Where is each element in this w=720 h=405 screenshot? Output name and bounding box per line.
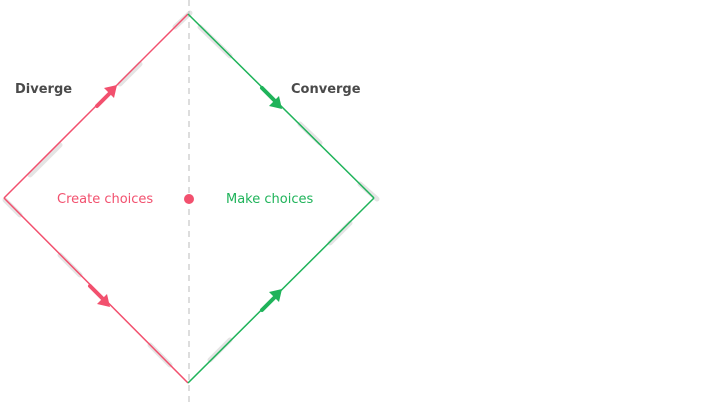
diverge-arrow-down-icon xyxy=(88,284,110,307)
create-choices-label: Create choices xyxy=(57,192,154,207)
converge-arrow-down-icon xyxy=(260,86,282,109)
edge-shadows xyxy=(2,10,380,368)
make-choices-label: Make choices xyxy=(226,192,314,207)
converge-label: Converge xyxy=(291,82,361,97)
diverge-arrow-up-icon xyxy=(95,85,117,108)
converge-arrow-up-icon xyxy=(260,289,282,312)
center-dot xyxy=(184,194,194,204)
diverge-label: Diverge xyxy=(15,82,73,97)
